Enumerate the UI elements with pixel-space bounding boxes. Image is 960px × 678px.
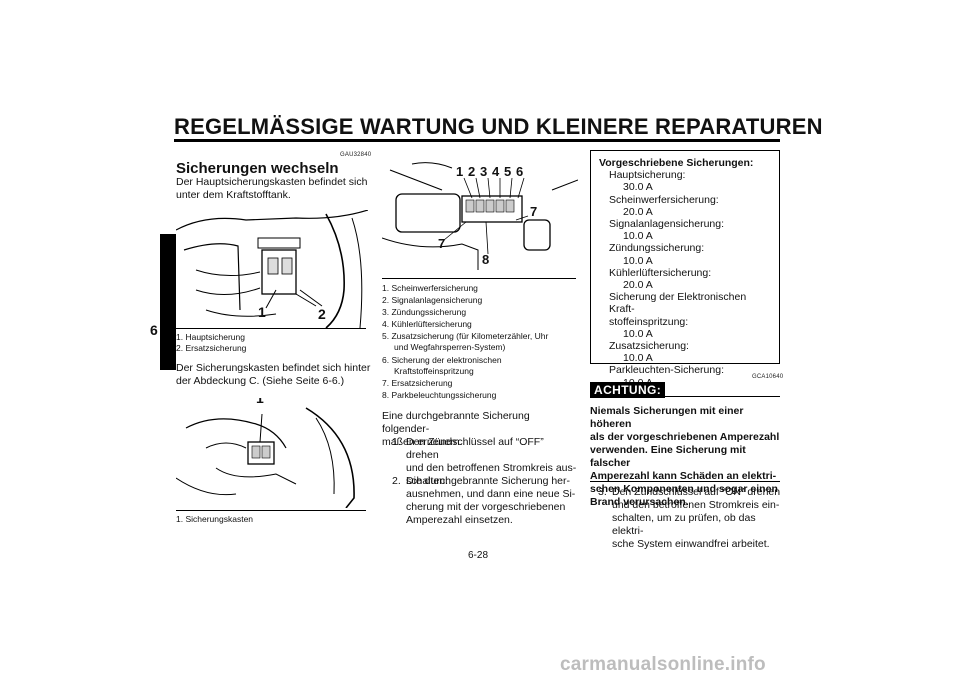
step-1-number: 1. bbox=[392, 436, 401, 448]
attention-rule-bottom bbox=[590, 481, 780, 482]
fig3-caption-7: 7. Ersatzsicherung bbox=[382, 378, 453, 388]
attention-rule-top bbox=[654, 396, 780, 397]
attention-line-1: Niemals Sicherungen mit einer höheren bbox=[590, 405, 744, 430]
fig2-rule bbox=[176, 510, 366, 511]
step-2-number: 2. bbox=[392, 475, 401, 487]
fig3-rule bbox=[382, 278, 576, 279]
spec-item-value: 30.0 A bbox=[623, 181, 653, 194]
fig3-caption-1: 1. Scheinwerfersicherung bbox=[382, 283, 478, 293]
attention-line-5: schen Komponenten und sogar einen bbox=[590, 483, 778, 495]
fuse-layout-figure: 1 2 3 4 5 6 7 7 8 bbox=[382, 160, 578, 278]
spec-item-label: Parkleuchten-Sicherung: bbox=[609, 364, 724, 377]
fig3-callout-6: 6 bbox=[516, 164, 524, 179]
spec-box: Vorgeschriebene Sicherungen: Hauptsicher… bbox=[590, 150, 780, 389]
step-2-line-1: Die durchgebrannte Sicherung her- bbox=[406, 475, 571, 487]
replace-intro-line-1: Eine durchgebrannte Sicherung folgender- bbox=[382, 410, 530, 435]
spec-item-value: 20.0 A bbox=[623, 279, 653, 292]
fig3-caption-5-cont: und Wegfahrsperren-System) bbox=[394, 342, 506, 352]
fig3-callout-3: 3 bbox=[480, 164, 488, 179]
spec-item-value: 10.0 A bbox=[623, 254, 653, 267]
fig2-callout-1: 1 bbox=[256, 398, 264, 406]
replace-intro-line-2: maßen erneuern. bbox=[382, 436, 463, 448]
fig3-callout-2: 2 bbox=[468, 164, 476, 179]
attention-label: ACHTUNG: bbox=[590, 382, 666, 398]
watermark: carmanualsonline.info bbox=[560, 654, 766, 675]
step-3-line-1: Den Zündschlüssel auf “ON” drehen bbox=[612, 486, 781, 498]
spec-title: Vorgeschriebene Sicherungen: bbox=[599, 157, 754, 169]
fig3-caption-5: 5. Zusatzsicherung (für Kilometerzähler,… bbox=[382, 331, 549, 341]
fig1-caption-2: 2. Ersatzsicherung bbox=[176, 343, 247, 353]
step-2-line-4: Amperezahl einsetzen. bbox=[406, 514, 513, 526]
fuse-box-figure: 1 bbox=[176, 398, 368, 508]
fig3-caption-6: 6. Sicherung der elektronischen bbox=[382, 355, 502, 365]
page-title: REGELMÄSSIGE WARTUNG UND KLEINERE REPARA… bbox=[174, 114, 823, 139]
step-1-line-3: schalten. bbox=[406, 475, 449, 487]
step-2-line-2: ausnehmen, und dann eine neue Si- bbox=[406, 488, 576, 500]
spec-item-label: Kühlerlüftersicherung: bbox=[609, 266, 712, 279]
page-number: 6-28 bbox=[468, 550, 489, 561]
fig1-callout-1: 1 bbox=[258, 304, 266, 320]
spec-item-label: Zündungssicherung: bbox=[609, 242, 705, 255]
fig3-callout-4: 4 bbox=[492, 164, 500, 179]
spec-item-label: Hauptsicherung: bbox=[609, 169, 686, 182]
step-3-line-3: schalten, um zu prüfen, ob das elektri- bbox=[612, 512, 756, 537]
fig3-caption-6-cont: Kraftstoffeinspritzung bbox=[394, 366, 474, 376]
section-heading: Sicherungen wechseln bbox=[176, 160, 339, 177]
step-2: 2. Die durchgebrannte Sicherung her- aus… bbox=[392, 475, 578, 527]
fig1-callout-2: 2 bbox=[318, 306, 326, 322]
step-3: 3. Den Zündschlüssel auf “ON” drehen und… bbox=[598, 486, 784, 551]
spec-item-label: Signalanlagensicherung: bbox=[609, 218, 725, 231]
attention-line-6: Brand verursachen. bbox=[590, 496, 689, 508]
step-1: 1. Den Zündschlüssel auf “OFF” drehen un… bbox=[392, 436, 578, 488]
attention-code: GCA10640 bbox=[752, 374, 784, 380]
attention-text: Niemals Sicherungen mit einer höheren al… bbox=[590, 405, 782, 509]
spec-item-value: 10.0 A bbox=[623, 352, 653, 365]
step-1-line-2: und den betroffenen Stromkreis aus- bbox=[406, 462, 577, 474]
fig3-callout-7a: 7 bbox=[438, 236, 446, 251]
fig3-callout-1: 1 bbox=[456, 164, 464, 179]
fig3-caption-2: 2. Signalanlagensicherung bbox=[382, 295, 483, 305]
section-code: GAU32840 bbox=[340, 152, 372, 158]
spec-item-label: Sicherung der Elektronischen Kraft- bbox=[609, 291, 747, 316]
step-1-line-1: Den Zündschlüssel auf “OFF” drehen bbox=[406, 436, 544, 461]
fig2-caption: 1. Sicherungskasten bbox=[176, 514, 254, 524]
fig3-callout-5: 5 bbox=[504, 164, 512, 179]
spec-item-value: 20.0 A bbox=[623, 205, 653, 218]
replace-intro: Eine durchgebrannte Sicherung folgender-… bbox=[382, 410, 578, 449]
spec-item-value: 10.0 A bbox=[623, 230, 653, 243]
intro-text: Der Hauptsicherungskasten befindet sich … bbox=[176, 176, 368, 201]
step-3-number: 3. bbox=[598, 486, 607, 498]
attention-line-4: Amperezahl kann Schäden an elektri- bbox=[590, 470, 777, 482]
chapter-number: 6 bbox=[150, 322, 158, 338]
fig3-caption-8: 8. Parkbeleuchtungssicherung bbox=[382, 390, 497, 400]
spec-item-label-cont: stoffeinspritzung: bbox=[609, 315, 689, 328]
fig1-rule bbox=[176, 328, 366, 329]
main-fuse-figure: 1 2 bbox=[176, 210, 368, 328]
fig1-caption-1: 1. Hauptsicherung bbox=[176, 332, 245, 342]
spec-item-label: Scheinwerfersicherung: bbox=[609, 193, 719, 206]
fig3-callout-8: 8 bbox=[482, 252, 490, 267]
step-3-line-4: sche System einwandfrei arbeitet. bbox=[612, 538, 770, 550]
chapter-tab bbox=[160, 234, 176, 370]
attention-line-2: als der vorgeschriebenen Amperezahl bbox=[590, 431, 780, 443]
step-2-line-3: cherung mit der vorgeschriebenen bbox=[406, 501, 566, 513]
cover-text: Der Sicherungskasten befindet sich hinte… bbox=[176, 362, 371, 387]
header-rule bbox=[174, 139, 780, 142]
attention-line-3: verwenden. Eine Sicherung mit falscher bbox=[590, 444, 746, 469]
fig3-callout-7b: 7 bbox=[530, 204, 538, 219]
fig3-caption-4: 4. Kühlerlüftersicherung bbox=[382, 319, 472, 329]
fig3-caption-3: 3. Zündungssicherung bbox=[382, 307, 467, 317]
spec-item-label: Zusatzsicherung: bbox=[609, 340, 689, 353]
step-3-line-2: und den betroffenen Stromkreis ein- bbox=[612, 499, 780, 511]
spec-item-value: 10.0 A bbox=[623, 327, 653, 340]
